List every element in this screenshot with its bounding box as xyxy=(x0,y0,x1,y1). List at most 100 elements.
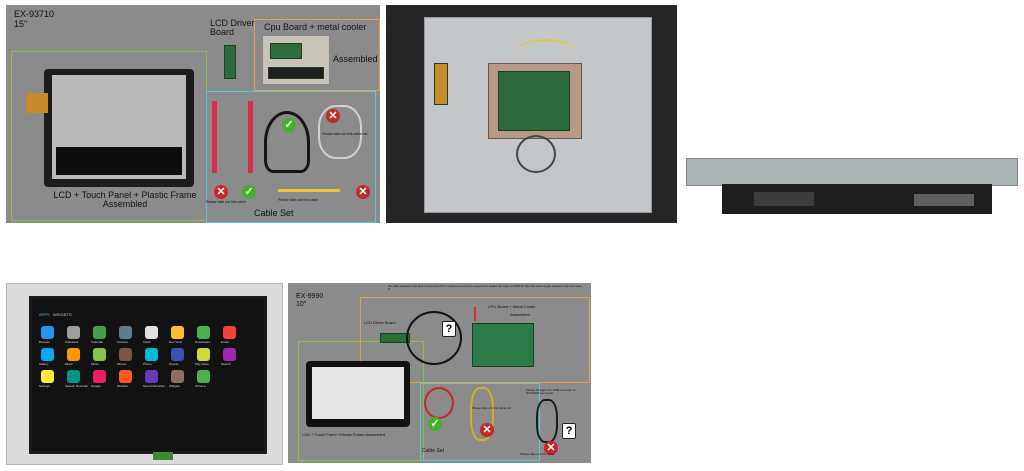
black-cable xyxy=(406,311,462,365)
app-icon[interactable] xyxy=(67,370,80,383)
cross-icon: ✕ xyxy=(214,185,228,199)
size-label: 15" xyxy=(14,19,28,29)
app-label: Movies xyxy=(117,362,127,366)
cable-set-frame xyxy=(206,91,376,223)
app-label: Browser xyxy=(39,340,51,344)
black-cable xyxy=(264,111,310,173)
assembled-label: Assembled xyxy=(333,54,378,64)
app-icon[interactable] xyxy=(119,348,132,361)
cross-icon: ✕ xyxy=(356,185,370,199)
grey-cable xyxy=(318,105,362,159)
question-icon: ? xyxy=(562,423,576,439)
red-arrow xyxy=(474,307,476,321)
terminal-block xyxy=(153,452,173,460)
note-take-out-cable: Please take out this cable xyxy=(206,200,246,204)
app-label: People xyxy=(169,362,179,366)
lcd-driver-label: LCD Driver Board xyxy=(364,320,396,325)
app-icon[interactable] xyxy=(171,326,184,339)
app-label: Settings xyxy=(39,384,50,388)
tab-widgets: WIDGETS xyxy=(53,312,72,317)
app-label: Phone xyxy=(143,362,152,366)
photo-assembled-back xyxy=(386,5,677,223)
cable-set-label: Cable Set xyxy=(422,448,444,454)
app-icon[interactable] xyxy=(197,348,210,361)
app-icon[interactable] xyxy=(197,370,210,383)
sata-cable-2 xyxy=(248,101,253,173)
app-label: Play Store xyxy=(195,362,209,366)
cpu-board-frame xyxy=(360,297,590,383)
check-icon: ✓ xyxy=(428,417,442,431)
lcd-assembly-label: LCD + Touch Panel + Plastic Frame Assemb… xyxy=(53,190,197,210)
tab-apps: APPS xyxy=(39,312,50,317)
yellow-cable xyxy=(470,387,494,441)
app-label: Camera xyxy=(117,340,128,344)
mainboard xyxy=(498,71,570,131)
app-label: Music xyxy=(91,362,99,366)
cpu-board-ram xyxy=(270,43,302,59)
lcd-panel xyxy=(312,367,404,419)
model-label: EX-9990 xyxy=(296,293,324,300)
app-icon[interactable] xyxy=(145,348,158,361)
cpu-board xyxy=(472,323,534,367)
usb-ports xyxy=(754,192,814,206)
app-icon[interactable] xyxy=(145,370,158,383)
power-cable xyxy=(278,189,340,192)
app-label: Widgets xyxy=(169,384,180,388)
app-icon[interactable] xyxy=(171,370,184,383)
app-label: Google xyxy=(91,384,101,388)
lcd-assembly-label: LCD + Touch Panel +Plastic Frame Assembl… xyxy=(302,432,386,437)
app-icon[interactable] xyxy=(93,370,106,383)
audio-ports xyxy=(914,194,974,206)
model-label: EX-93710 xyxy=(14,9,55,19)
cable-set-frame xyxy=(420,383,540,461)
app-icon[interactable] xyxy=(93,326,106,339)
note-cable-requirement: the cable between LCD driver board and C… xyxy=(388,284,583,291)
app-icon[interactable] xyxy=(171,348,184,361)
app-icon[interactable] xyxy=(223,326,236,339)
cpu-board-frame xyxy=(254,19,380,91)
app-label: Dev Tools xyxy=(169,340,183,344)
cable-set-label: Cable Set xyxy=(254,208,294,218)
size-label: 10" xyxy=(296,301,307,308)
lcd-controller-strip xyxy=(56,147,182,175)
app-icon[interactable] xyxy=(41,326,54,339)
app-label: Music xyxy=(65,362,73,366)
app-label: Search xyxy=(221,362,231,366)
yellow-cable xyxy=(516,39,576,65)
lcd-driver-board xyxy=(224,45,236,79)
photo-ex9990-kit: EX-9990 10" the cable between LCD driver… xyxy=(288,283,591,463)
app-icon[interactable] xyxy=(67,348,80,361)
note-take-out-cable-set: Please take out this cable set xyxy=(322,132,368,136)
photo-ex93710-kit: EX-93710 15" LCD Driver Board Cpu Board … xyxy=(6,5,380,223)
app-icon[interactable] xyxy=(197,326,210,339)
lcd-driver-label: LCD Driver Board xyxy=(210,18,255,38)
app-icon[interactable] xyxy=(119,370,132,383)
app-label: Weather xyxy=(117,384,129,388)
red-cable xyxy=(424,387,454,419)
app-label: Downloads xyxy=(195,340,210,344)
app-label: Chrome xyxy=(195,384,206,388)
app-icon[interactable] xyxy=(41,348,54,361)
note-change-converter: Please change DC/ USB converter to 8/10/… xyxy=(526,388,576,396)
assembled-label: Assembled xyxy=(510,312,530,317)
cpu-board-connectors xyxy=(268,67,324,79)
lcd-frame xyxy=(298,341,424,461)
grey-cable xyxy=(536,399,558,443)
app-icon[interactable] xyxy=(223,348,236,361)
app-label: Clock xyxy=(143,340,151,344)
check-icon: ✓ xyxy=(242,185,256,199)
app-icon[interactable] xyxy=(145,326,158,339)
app-icon[interactable] xyxy=(41,370,54,383)
cross-icon: ✕ xyxy=(326,109,340,123)
app-icon[interactable] xyxy=(67,326,80,339)
cpu-board-label: CPU Board + Metal Cooler xyxy=(488,304,536,309)
app-icon[interactable] xyxy=(119,326,132,339)
flex-cable xyxy=(26,93,48,113)
app-icon[interactable] xyxy=(93,348,106,361)
photo-side-view xyxy=(684,148,1019,222)
question-icon: ? xyxy=(442,321,456,337)
cpu-board-label: Cpu Board + metal cooler xyxy=(264,22,367,32)
check-icon: ✓ xyxy=(282,118,296,132)
app-label: Sound Recorder xyxy=(143,384,165,388)
sata-cable-1 xyxy=(212,101,217,173)
